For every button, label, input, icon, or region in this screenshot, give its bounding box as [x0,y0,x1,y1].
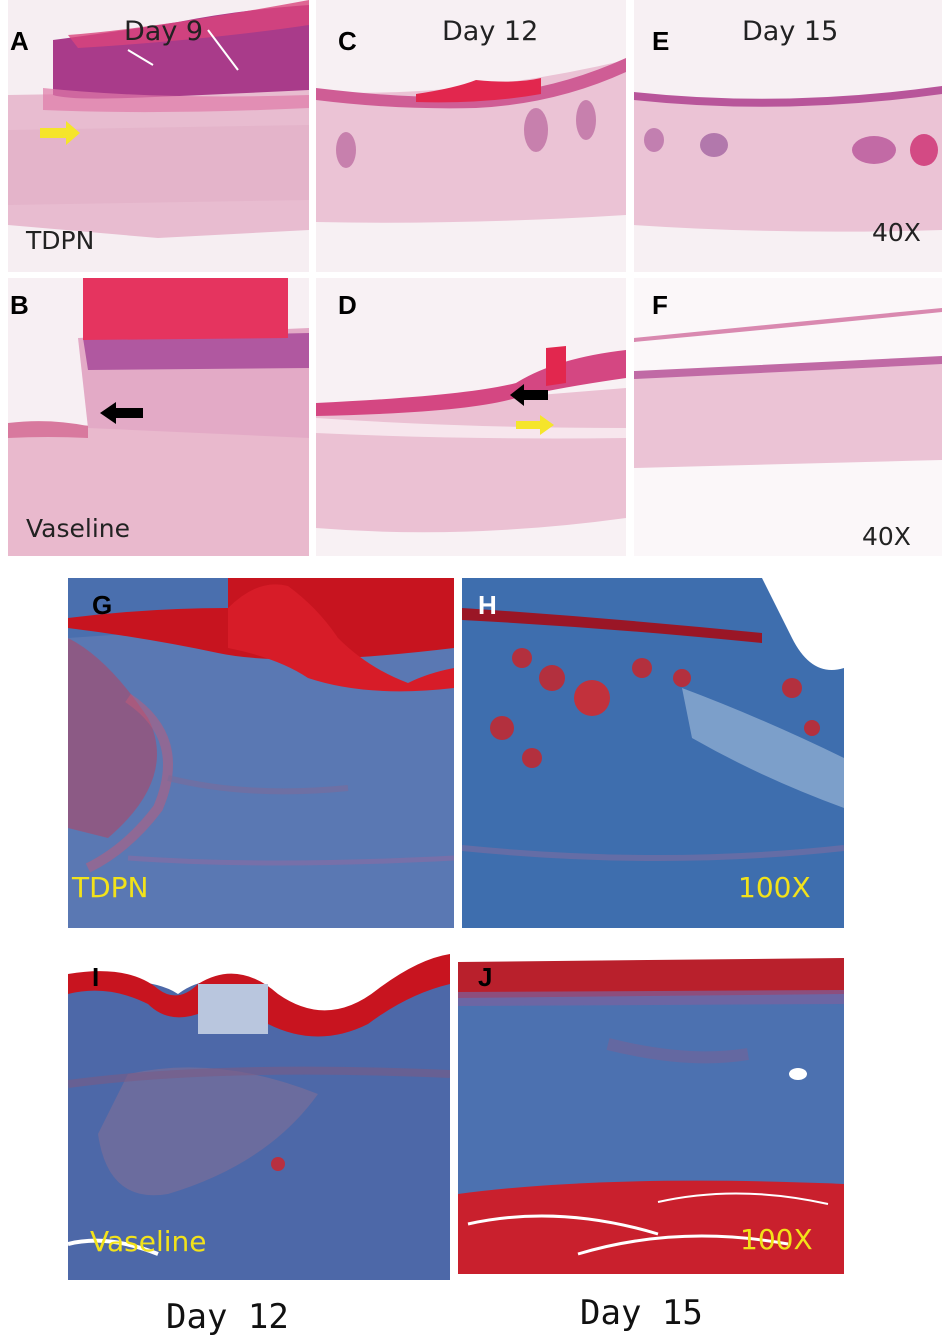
black-arrow-d [510,384,548,406]
tissue-image-g [68,578,454,928]
panel-letter-g: G [92,590,113,620]
black-arrow-b [100,402,143,424]
group-label-vaseline-he: Vaseline [26,514,131,543]
panel-letter-h: H [478,590,497,620]
panel-d-he-vaseline-day12: D [316,278,626,556]
panel-g-mt-tdpn-day12: G TDPN [68,578,454,928]
panel-b-he-vaseline-day9: B Vaseline [8,278,309,556]
day-label-12: Day 12 [442,16,539,47]
tissue-image-j [458,934,844,1274]
caption-day-12: Day 12 [166,1297,289,1337]
panel-letter-j: J [478,962,493,992]
panel-f-he-vaseline-day15: F 40X [634,278,942,556]
tissue-image-b [8,278,309,556]
day-label-9: Day 9 [124,16,204,47]
group-label-tdpn-mt: TDPN [72,871,149,904]
panel-letter-b: B [10,290,29,320]
tissue-image-f [634,278,942,556]
yellow-arrow-d [516,415,554,435]
magnification-label-j: 100X [740,1223,813,1256]
panel-a-he-tdpn-day9: A Day 9 TDPN [8,0,309,272]
tissue-image-e [634,0,942,272]
magnification-label-e: 40X [872,218,921,247]
tissue-image-h [462,578,844,928]
magnification-label-f: 40X [862,522,911,551]
tissue-image-d [316,278,626,556]
panel-letter-d: D [338,290,357,320]
tissue-image-i [68,934,450,1280]
magnification-label-h: 100X [738,871,811,904]
panel-i-mt-vaseline-day12: I Vaseline [68,934,450,1280]
panel-c-he-tdpn-day12: C Day 12 [316,0,626,272]
panel-letter-i: I [92,962,100,992]
caption-day-15: Day 15 [580,1293,703,1333]
panel-letter-f: F [652,290,668,320]
panel-h-mt-tdpn-day15: H 100X [462,578,844,928]
yellow-arrow-a [40,121,80,145]
tissue-image-a [8,0,309,272]
group-label-tdpn-he: TDPN [26,226,95,255]
panel-letter-c: C [338,26,357,56]
panel-e-he-tdpn-day15: E Day 15 40X [634,0,942,272]
panel-j-mt-vaseline-day15: J 100X [458,934,844,1274]
panel-letter-e: E [652,26,670,56]
panel-letter-a: A [10,26,29,56]
group-label-vaseline-mt: Vaseline [90,1225,207,1258]
tissue-image-c [316,0,626,272]
day-label-15: Day 15 [742,16,839,47]
